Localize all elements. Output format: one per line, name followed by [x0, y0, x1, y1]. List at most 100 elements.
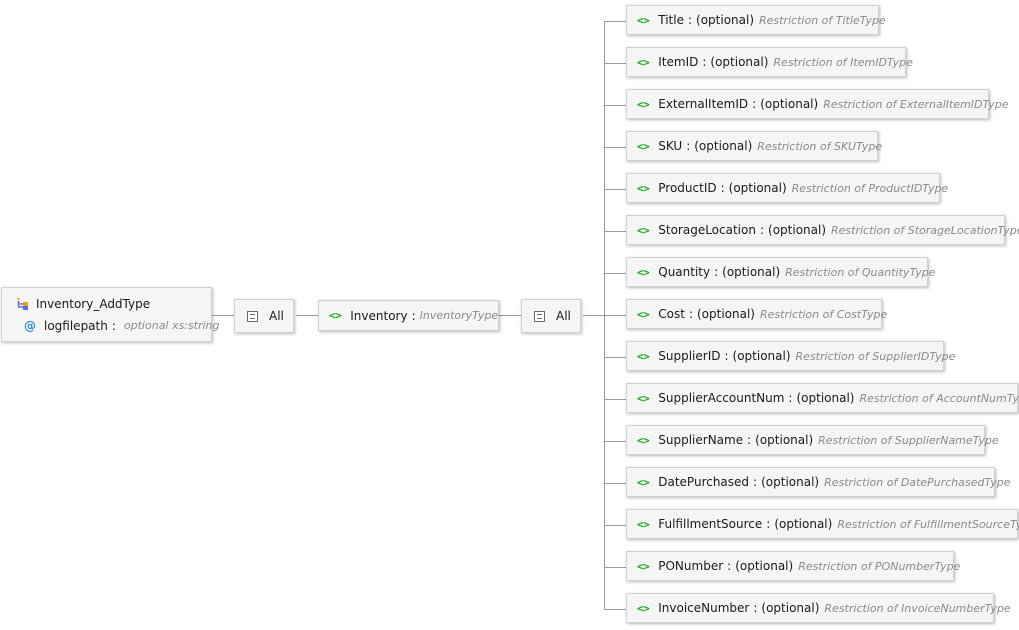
complex-type-icon: [17, 297, 28, 310]
child-element-optional: (optional): [696, 13, 755, 27]
child-element-supplierid[interactable]: <> SupplierID:(optional) Restriction of Su…: [626, 341, 955, 371]
child-element-name: InvoiceNumber: [658, 601, 750, 615]
child-element-restriction: Restriction of ItemIDType: [773, 55, 913, 69]
child-element-optional: (optional): [761, 601, 820, 615]
element-tag-icon: <>: [329, 309, 342, 322]
child-element-name: PONumber: [658, 559, 724, 573]
all-compositor-icon: [247, 310, 258, 322]
child-element-quantity[interactable]: <> Quantity:(optional) Restriction of Quan…: [626, 257, 935, 287]
child-element-invoicenumber[interactable]: <>InvoiceNumber:(optional)Restriction of…: [626, 593, 1011, 623]
child-element-separator: :: [724, 349, 729, 363]
element-tag-icon: <>: [637, 391, 650, 405]
child-element-optional: (optional): [760, 97, 819, 111]
compositor-label: All: [269, 309, 284, 323]
child-element-restriction: Restriction of QuantityType: [785, 265, 936, 279]
element-tag-icon: <>: [637, 559, 650, 573]
root-type-name: Inventory_AddType: [36, 296, 151, 311]
inventory-separator: :: [411, 308, 416, 323]
child-element-name: SupplierName: [658, 433, 744, 447]
element-tag-icon: <>: [637, 601, 650, 615]
child-element-optional: (optional): [696, 307, 755, 321]
root-type-box[interactable]: Inventory_AddType @ logfilepath : option…: [1, 287, 220, 342]
child-element-separator: :: [688, 307, 693, 321]
element-tag-icon: <>: [637, 13, 650, 27]
child-element-fulfillmentsource[interactable]: <> FulfillmentSource:(optional) Restrictio…: [626, 509, 1019, 539]
child-element-name: Title: [658, 13, 684, 27]
child-element-optional: (optional): [755, 433, 814, 447]
element-tag-icon: <>: [637, 223, 650, 237]
child-element-productid[interactable]: <>ProductID:(optional)Restriction of Pro…: [626, 173, 948, 203]
attribute-detail: optional xs:string: [123, 319, 220, 332]
child-element-restriction: Restriction of SKUType: [757, 139, 883, 153]
child-element-name: ItemID: [658, 55, 699, 69]
child-element-optional: (optional): [774, 517, 833, 531]
child-element-supplieraccountnum[interactable]: <>SupplierAccountNum:(optional)Restricti…: [626, 383, 1019, 413]
child-element-optional: (optional): [710, 55, 769, 69]
child-element-name: SupplierID: [658, 349, 721, 363]
child-element-separator: :: [788, 391, 793, 405]
child-element-name: ExternalItemID: [658, 97, 749, 111]
child-element-ponumber[interactable]: <> PONumber:(optional) Restriction of PONu…: [626, 551, 960, 581]
child-element-optional: (optional): [796, 391, 855, 405]
inventory-type: InventoryType: [419, 309, 499, 322]
child-element-name: FulfillmentSource: [658, 517, 763, 531]
all-compositor-2[interactable]: All: [521, 299, 581, 333]
child-element-datepurchased[interactable]: <> DatePurchased:(optional) Restriction of…: [626, 467, 1011, 497]
child-element-cost[interactable]: <> Cost:(optional) Restriction of CostType: [626, 299, 887, 329]
child-element-name: SupplierAccountNum: [658, 391, 785, 405]
child-element-optional: (optional): [735, 559, 794, 573]
attribute-separator: :: [111, 318, 116, 333]
child-element-name: Quantity: [658, 265, 711, 279]
child-element-separator: :: [747, 433, 752, 447]
element-tag-icon: <>: [637, 349, 650, 363]
child-element-separator: :: [714, 265, 719, 279]
root-attribute-row: @ logfilepath : optional xs:string: [14, 315, 220, 337]
child-element-optional: (optional): [694, 139, 753, 153]
child-element-restriction: Restriction of DatePurchasedType: [824, 475, 1011, 489]
element-tag-icon: <>: [637, 265, 650, 279]
child-element-restriction: Restriction of PONumberType: [798, 559, 961, 573]
child-element-optional: (optional): [732, 349, 791, 363]
child-element-itemid[interactable]: <>ItemID:(optional)Restriction of ItemID…: [626, 47, 913, 77]
child-element-separator: :: [752, 97, 757, 111]
child-element-title[interactable]: <>Title:(optional)Restriction of TitleTy…: [626, 5, 886, 35]
child-element-storagelocation[interactable]: <>StorageLocation:(optional)Restriction …: [626, 215, 1019, 245]
child-element-restriction: Restriction of SupplierIDType: [795, 349, 956, 363]
child-element-separator: :: [766, 517, 771, 531]
all-compositor-icon: [534, 310, 545, 322]
child-element-name: ProductID: [658, 181, 717, 195]
element-tag-icon: <>: [637, 433, 650, 447]
inventory-element-name: Inventory: [350, 308, 408, 323]
child-element-restriction: Restriction of ProductIDType: [791, 181, 949, 195]
child-element-sku[interactable]: <>SKU:(optional)Restriction of SKUType: [626, 131, 882, 161]
element-tag-icon: <>: [637, 475, 650, 489]
child-element-separator: :: [753, 601, 758, 615]
child-element-separator: :: [686, 139, 691, 153]
child-element-externalitemid[interactable]: <> ExternalItemID:(optional) Restriction o…: [626, 89, 1009, 119]
child-element-suppliername[interactable]: <>SupplierName:(optional)Restriction of …: [626, 425, 999, 455]
child-element-separator: :: [687, 13, 693, 27]
child-element-name: StorageLocation: [658, 223, 756, 237]
child-element-optional: (optional): [728, 181, 787, 195]
at-sign-icon: @: [24, 318, 36, 333]
child-element-optional: (optional): [761, 475, 820, 489]
child-element-name: DatePurchased: [658, 475, 750, 489]
element-tag-icon: <>: [637, 139, 650, 153]
attribute-name: logfilepath: [44, 318, 108, 333]
element-tag-icon: <>: [637, 517, 650, 531]
child-element-restriction: Restriction of FulfillmentSourceType: [837, 517, 1019, 531]
inventory-element[interactable]: <> Inventory : InventoryType: [318, 300, 499, 331]
element-tag-icon: <>: [637, 181, 650, 195]
child-element-restriction: Restriction of CostType: [759, 307, 888, 321]
child-element-name: Cost: [658, 307, 685, 321]
element-tag-icon: <>: [637, 307, 650, 321]
child-element-separator: :: [753, 475, 758, 489]
child-element-optional: (optional): [768, 223, 827, 237]
element-tag-icon: <>: [637, 97, 650, 111]
child-element-restriction: Restriction of ExternalItemIDType: [823, 97, 1009, 111]
compositor-label: All: [556, 309, 571, 323]
child-element-optional: (optional): [722, 265, 781, 279]
all-compositor-1[interactable]: All: [234, 299, 294, 333]
child-element-separator: :: [727, 559, 732, 573]
